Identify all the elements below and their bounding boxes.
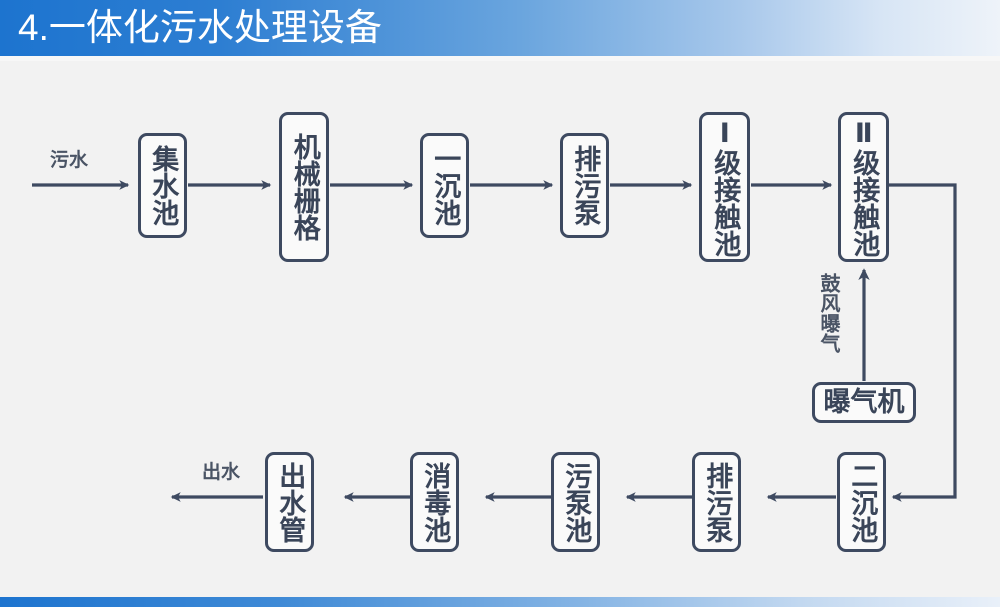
node-label: Ⅰ级接触池 <box>710 117 741 257</box>
node-label: 集水池 <box>148 145 179 226</box>
node-wubengchi[interactable]: 污泵池 <box>551 452 600 552</box>
wire-recycle <box>888 183 957 502</box>
footer-accent-bar <box>0 597 1000 607</box>
node-erji-jiechuchi[interactable]: Ⅱ级接触池 <box>838 112 889 262</box>
node-label: 消毒池 <box>420 461 451 543</box>
node-label: 出水管 <box>275 461 306 543</box>
aeration-label: 鼓风曝气 <box>817 273 839 353</box>
flow-diagram: 污水 出水 鼓风曝气 集水池 机械栅格 一沉池 排污泵 Ⅰ级接触池 Ⅱ级接触池 … <box>0 61 1000 597</box>
node-label: 二沉池 <box>847 461 878 543</box>
page-title: 4.一体化污水处理设备 <box>18 7 382 48</box>
node-jishuichi[interactable]: 集水池 <box>138 133 187 238</box>
node-erchenchi[interactable]: 二沉池 <box>837 452 886 552</box>
node-baoqiji[interactable]: 曝气机 <box>812 382 916 423</box>
outlet-label: 出水 <box>202 462 241 483</box>
node-paiwubeng-top[interactable]: 排污泵 <box>560 133 609 238</box>
node-xiaoduchi[interactable]: 消毒池 <box>410 452 459 552</box>
node-yichenchi[interactable]: 一沉池 <box>420 133 469 238</box>
node-label: 排污泵 <box>702 461 733 543</box>
node-label: 曝气机 <box>823 386 905 417</box>
inlet-label: 污水 <box>50 150 89 171</box>
node-label: 一沉池 <box>430 145 461 226</box>
header-underline <box>0 56 1000 61</box>
header-bar: 4.一体化污水处理设备 <box>0 0 1000 56</box>
node-chushuiguan[interactable]: 出水管 <box>265 452 314 552</box>
node-label: 污泵池 <box>561 461 592 543</box>
node-jixieshange[interactable]: 机械栅格 <box>279 112 329 262</box>
node-label: 排污泵 <box>570 145 601 226</box>
node-label: 机械栅格 <box>289 133 320 241</box>
node-paiwubeng-bottom[interactable]: 排污泵 <box>692 452 741 552</box>
node-label: Ⅱ级接触池 <box>849 117 880 257</box>
node-yiji-jiechuchi[interactable]: Ⅰ级接触池 <box>699 112 750 262</box>
